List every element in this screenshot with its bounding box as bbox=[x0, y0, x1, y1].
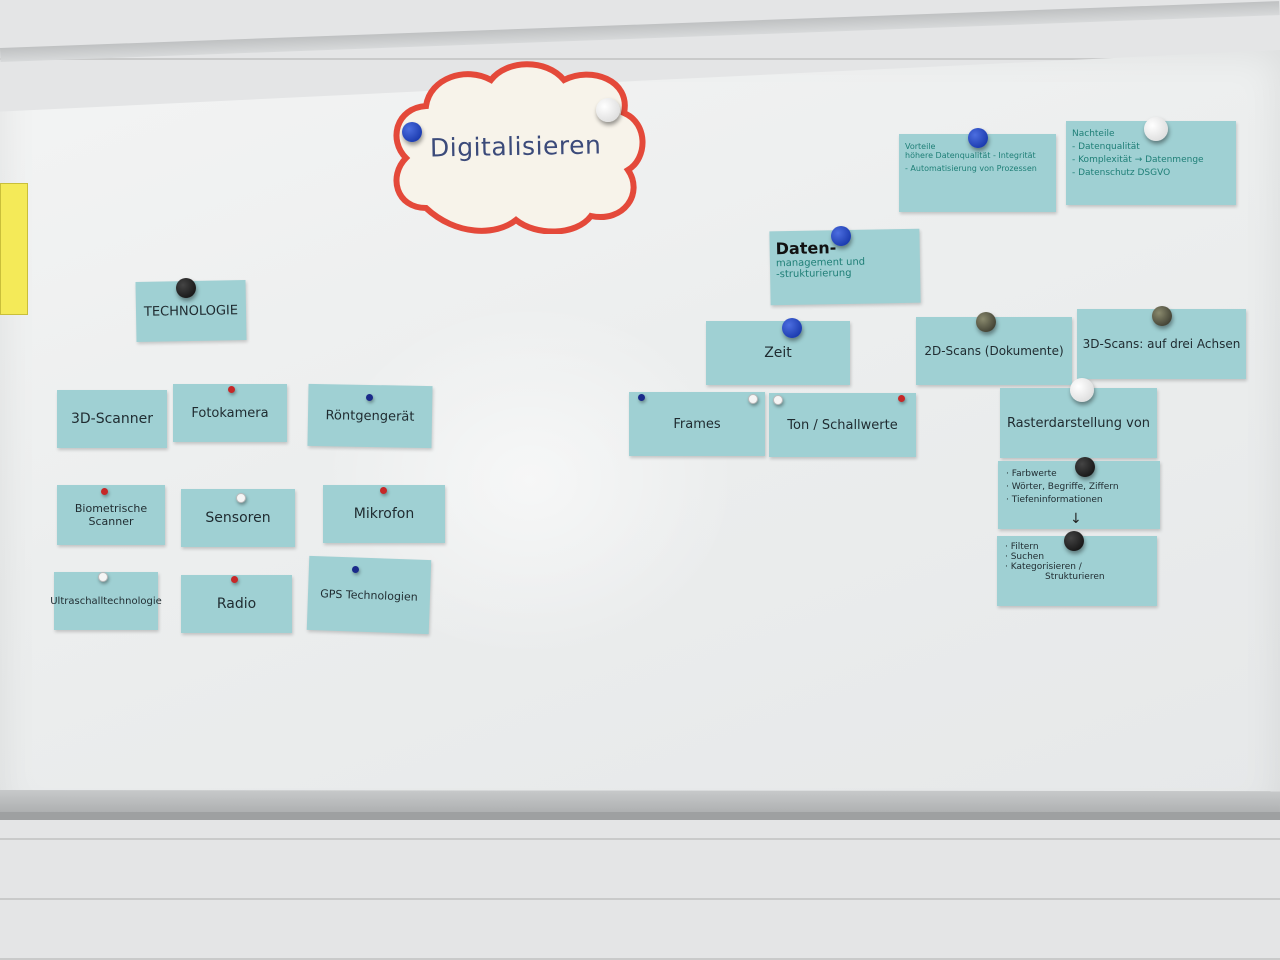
raster-list-item: · Farbwerte bbox=[1006, 469, 1057, 479]
vorteile-line: - Automatisierung von Prozessen bbox=[905, 164, 1037, 173]
3d-scans-label: 3D-Scans: auf drei Achsen bbox=[1082, 337, 1241, 351]
tech-card-label: Radio bbox=[216, 596, 257, 612]
blue-magnet bbox=[782, 318, 802, 338]
white-magnet bbox=[596, 98, 620, 122]
blue-magnet bbox=[968, 128, 988, 148]
ops-list-item: · Filtern bbox=[1005, 542, 1039, 552]
tech-card-fotokamera: Fotokamera bbox=[173, 384, 287, 442]
datenmanagement-heading: Daten- bbox=[775, 238, 837, 259]
nachteile-line: - Datenschutz DSGVO bbox=[1072, 168, 1171, 178]
red-pin bbox=[101, 488, 108, 495]
white-pin bbox=[236, 493, 246, 503]
down-arrow-icon: ↓ bbox=[1070, 511, 1082, 527]
red-pin bbox=[228, 386, 235, 393]
ops-list-item: · Kategorisieren / bbox=[1005, 562, 1082, 572]
ops-list-item: Strukturieren bbox=[1045, 572, 1105, 582]
white-magnet bbox=[1144, 117, 1168, 141]
nachteile-line: - Datenqualität bbox=[1072, 142, 1140, 152]
red-pin bbox=[231, 576, 238, 583]
navy-pin bbox=[638, 394, 645, 401]
tech-card-radio: Radio bbox=[181, 575, 292, 633]
ton-card: Ton / Schallwerte bbox=[769, 393, 916, 457]
white-pin bbox=[748, 394, 758, 404]
tech-card-label: Sensoren bbox=[205, 510, 271, 526]
nachteile-line: - Komplexität → Datenmenge bbox=[1072, 155, 1204, 165]
raster-list-item: · Wörter, Begriffe, Ziffern bbox=[1006, 482, 1119, 492]
white-magnet bbox=[1070, 378, 1094, 402]
title-cloud bbox=[393, 61, 646, 234]
tech-card-mikrofon: Mikrofon bbox=[323, 485, 445, 543]
frames-label: Frames bbox=[673, 416, 721, 432]
yellow-note bbox=[0, 183, 28, 315]
zeit-card: Zeit bbox=[706, 321, 850, 385]
tech-card-3d-scanner: 3D-Scanner bbox=[57, 390, 167, 448]
black-magnet bbox=[1075, 457, 1095, 477]
tech-card-label: Röntgengerät bbox=[325, 407, 415, 425]
frames-card: Frames bbox=[629, 392, 765, 456]
tech-card-label: GPS Technologien bbox=[320, 586, 418, 604]
vorteile-line: höhere Datenqualität - Integrität bbox=[905, 151, 1036, 160]
whiteboard-frame-bottom bbox=[0, 790, 1280, 814]
tech-card-label: Fotokamera bbox=[191, 405, 269, 421]
red-pin bbox=[380, 487, 387, 494]
navy-pin bbox=[352, 566, 359, 573]
raster-list-item: · Tiefeninformationen bbox=[1006, 495, 1103, 505]
nachteile-title: Nachteile bbox=[1072, 129, 1115, 139]
tech-card-label: 3D-Scanner bbox=[70, 411, 154, 427]
bronze-magnet bbox=[1152, 306, 1172, 326]
white-pin bbox=[98, 572, 108, 582]
title-text: Digitalisieren bbox=[429, 130, 602, 163]
red-pin bbox=[898, 395, 905, 402]
rasterdarstellung-label: Rasterdarstellung von bbox=[1006, 415, 1151, 431]
navy-pin bbox=[366, 394, 373, 401]
black-magnet bbox=[176, 278, 196, 298]
2d-scans-card: 2D-Scans (Dokumente) bbox=[916, 317, 1072, 385]
tech-card-ultraschall: Ultraschalltechnologie bbox=[50, 572, 162, 630]
blue-magnet bbox=[402, 122, 422, 142]
tech-card-label: Biometrische Scanner bbox=[74, 502, 148, 528]
zeit-label: Zeit bbox=[764, 345, 792, 361]
ton-label: Ton / Schallwerte bbox=[787, 417, 898, 433]
datenmanagement-line: -strukturierung bbox=[776, 267, 852, 281]
technologie-header: TECHNOLOGIE bbox=[143, 302, 239, 320]
tech-card-label: Mikrofon bbox=[353, 506, 415, 522]
tech-card-gps: GPS Technologien bbox=[306, 555, 432, 635]
datenmanagement-line: management und bbox=[775, 256, 866, 270]
marker-tray bbox=[0, 812, 1280, 820]
tech-card-biometrische-scanner: Biometrische Scanner bbox=[57, 485, 165, 545]
2d-scans-label: 2D-Scans (Dokumente) bbox=[924, 344, 1064, 358]
vorteile-title: Vorteile bbox=[905, 142, 936, 151]
blue-magnet bbox=[831, 226, 851, 246]
white-pin bbox=[773, 395, 783, 405]
tech-card-label: Ultraschalltechnologie bbox=[50, 595, 162, 607]
ops-list-item: · Suchen bbox=[1005, 552, 1045, 562]
black-magnet bbox=[1064, 531, 1084, 551]
bronze-magnet bbox=[976, 312, 996, 332]
